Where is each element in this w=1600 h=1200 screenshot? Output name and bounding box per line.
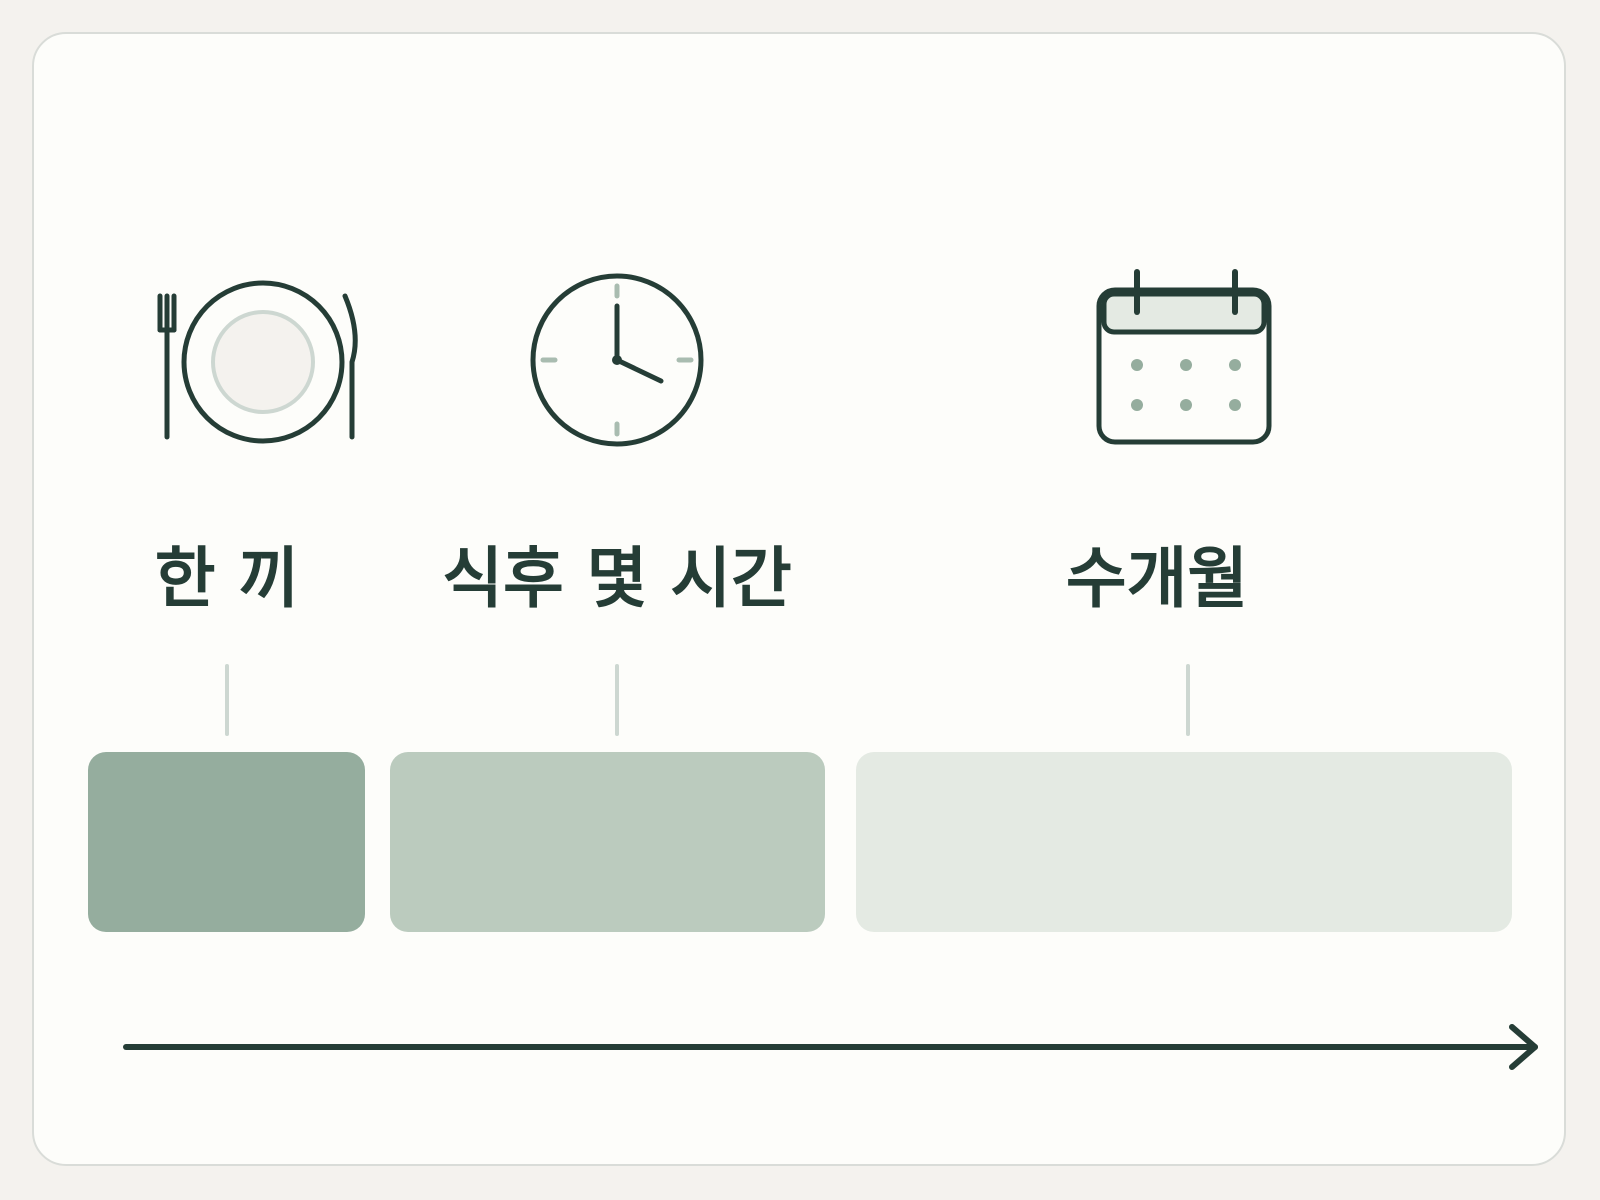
connector-months bbox=[1186, 664, 1190, 736]
plate-with-fork-and-knife-icon bbox=[157, 280, 358, 444]
connector-meal bbox=[225, 664, 229, 736]
connector-hours bbox=[615, 664, 619, 736]
clock-icon bbox=[530, 273, 704, 447]
diagram-card: 한 끼 식후 몇 시간 수개월 bbox=[32, 32, 1566, 1166]
duration-block-meal bbox=[88, 752, 365, 932]
stage-label-meal: 한 끼 bbox=[154, 540, 300, 617]
stage-label-months: 수개월 bbox=[1065, 540, 1249, 617]
time-axis-arrow bbox=[123, 1024, 1538, 1070]
calendar-icon bbox=[1096, 269, 1272, 445]
stage-label-hours: 식후 몇 시간 bbox=[442, 540, 792, 617]
duration-block-hours bbox=[390, 752, 825, 932]
duration-block-months bbox=[856, 752, 1512, 932]
